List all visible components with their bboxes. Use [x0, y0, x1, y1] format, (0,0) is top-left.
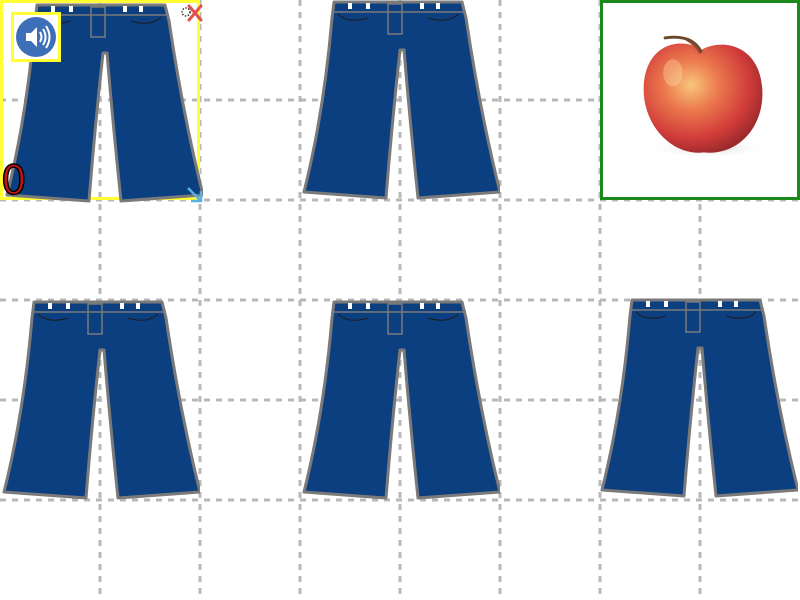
resize-arrow-icon[interactable]: [185, 185, 205, 205]
pants-image: [302, 0, 500, 200]
card-pants-3[interactable]: [0, 300, 200, 500]
card-pants-2[interactable]: [300, 0, 500, 200]
apple-image: [643, 35, 768, 159]
sound-button[interactable]: [11, 12, 61, 62]
pants-image: [2, 300, 200, 500]
card-pants-4[interactable]: [300, 300, 500, 500]
card-pants-1[interactable]: 0: [0, 0, 203, 204]
close-icon[interactable]: [181, 3, 203, 23]
speaker-icon: [16, 17, 56, 57]
card-pants-5[interactable]: [598, 298, 798, 498]
pants-image: [302, 300, 500, 500]
target-card-apple[interactable]: [600, 0, 800, 200]
score-counter: 0: [0, 158, 27, 204]
pants-image: [600, 298, 798, 498]
